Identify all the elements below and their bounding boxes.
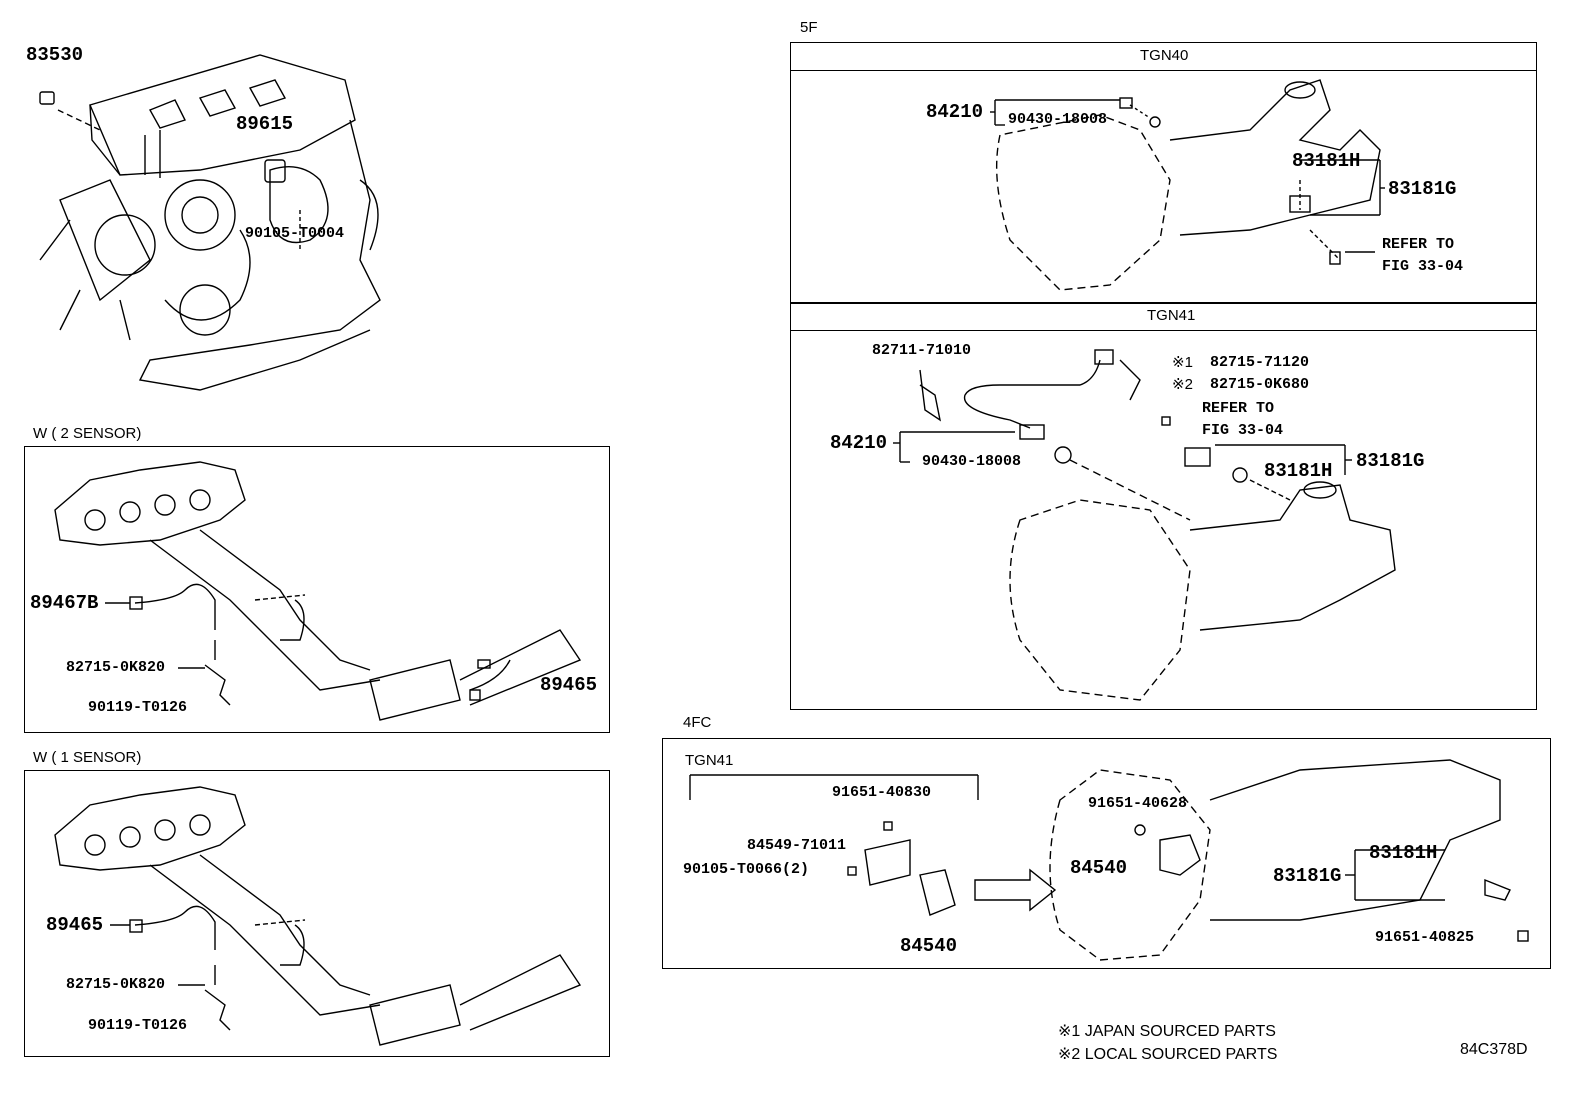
- part-91651-40825[interactable]: 91651-40825: [1375, 929, 1475, 946]
- part-90119-t0126-w1[interactable]: 90119-T0126: [88, 1017, 188, 1034]
- footnote-japan: ※1 JAPAN SOURCED PARTS: [1058, 1023, 1276, 1040]
- section-label-w2: W ( 2 SENSOR): [33, 425, 142, 442]
- note-mark-2: ※2: [1172, 376, 1193, 393]
- part-83181g-tgn40[interactable]: 83181G: [1388, 178, 1457, 200]
- fc4-transmission-illustration: [847, 759, 1529, 961]
- fc4-panel: [662, 738, 1551, 969]
- refer-fig-tgn40[interactable]: FIG 33-04: [1382, 258, 1464, 275]
- part-83181h-tgn40[interactable]: 83181H: [1292, 150, 1361, 172]
- part-82715-0k820[interactable]: 82715-0K820: [66, 659, 166, 676]
- section-label-w1: W ( 1 SENSOR): [33, 749, 142, 766]
- part-82711-71010[interactable]: 82711-71010: [872, 342, 972, 359]
- part-90430-18008-tgn40[interactable]: 90430-18008: [1008, 111, 1108, 128]
- part-84210-tgn41[interactable]: 84210: [830, 432, 888, 454]
- part-91651-40628[interactable]: 91651-40628: [1088, 795, 1188, 812]
- part-84540-right[interactable]: 84540: [1070, 857, 1128, 879]
- part-82715-71120[interactable]: 82715-71120: [1210, 354, 1310, 371]
- part-84549-71011[interactable]: 84549-71011: [747, 837, 847, 854]
- part-89467b[interactable]: 89467B: [30, 592, 99, 614]
- part-82715-0k820-w1[interactable]: 82715-0K820: [66, 976, 166, 993]
- part-90105-t0066[interactable]: 90105-T0066(2): [683, 861, 810, 878]
- section-label-5f: 5F: [800, 19, 818, 36]
- tgn40-panel: [790, 42, 1537, 304]
- part-83181g-tgn41[interactable]: 83181G: [1356, 450, 1425, 472]
- tgn40-transmission-illustration: [995, 79, 1381, 291]
- leader-lines: [105, 99, 1445, 986]
- engine-illustration: [39, 54, 381, 391]
- part-84540-left[interactable]: 84540: [900, 935, 958, 957]
- part-83181g-4fc[interactable]: 83181G: [1273, 865, 1342, 887]
- part-91651-40830[interactable]: 91651-40830: [832, 784, 932, 801]
- part-84210-tgn40[interactable]: 84210: [926, 101, 984, 123]
- w2-sensor-panel: [24, 446, 610, 733]
- part-83181h-tgn41[interactable]: 83181H: [1264, 460, 1333, 482]
- tgn41-header-divider: [790, 330, 1537, 331]
- section-label-tgn40: TGN40: [1140, 47, 1189, 64]
- part-82715-0k680[interactable]: 82715-0K680: [1210, 376, 1310, 393]
- section-label-4fc: 4FC: [683, 714, 712, 731]
- part-89465[interactable]: 89465: [540, 674, 598, 696]
- refer-to-tgn40[interactable]: REFER TO: [1382, 236, 1455, 253]
- tgn41-transmission-illustration: [919, 349, 1396, 701]
- section-label-tgn41-4fc: TGN41: [685, 752, 734, 769]
- tgn40-header-divider: [790, 70, 1537, 71]
- part-83181h-4fc[interactable]: 83181H: [1369, 842, 1438, 864]
- part-83530[interactable]: 83530: [26, 44, 84, 66]
- part-89465-w1[interactable]: 89465: [46, 914, 104, 936]
- tgn41-panel: [790, 302, 1537, 710]
- figure-code: 84C378D: [1460, 1041, 1528, 1058]
- part-90105-t0004[interactable]: 90105-T0004: [245, 225, 345, 242]
- note-mark-1: ※1: [1172, 354, 1193, 371]
- part-90430-18008-tgn41[interactable]: 90430-18008: [922, 453, 1022, 470]
- refer-fig-tgn41[interactable]: FIG 33-04: [1202, 422, 1284, 439]
- part-90119-t0126[interactable]: 90119-T0126: [88, 699, 188, 716]
- refer-to-tgn41[interactable]: REFER TO: [1202, 400, 1275, 417]
- section-label-tgn41: TGN41: [1147, 307, 1196, 324]
- w1-exhaust-illustration: [54, 786, 582, 1046]
- w1-sensor-panel: [24, 770, 610, 1057]
- footnote-local: ※2 LOCAL SOURCED PARTS: [1058, 1046, 1278, 1063]
- part-89615[interactable]: 89615: [236, 113, 294, 135]
